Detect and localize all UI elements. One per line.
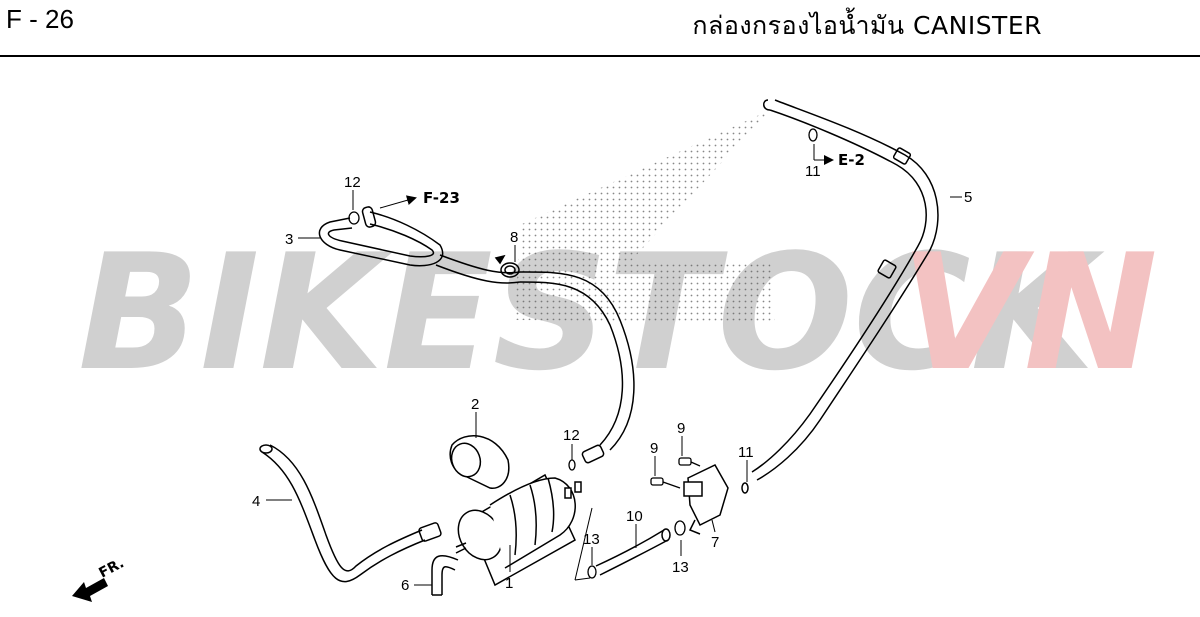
canister-1	[455, 473, 582, 587]
page-title: กล่องกรองไอน้ำมัน CANISTER	[692, 11, 1042, 40]
callout-3: 3	[285, 231, 293, 248]
leader-lines	[266, 144, 962, 586]
frame-shading	[515, 110, 775, 322]
callout-11-lower: 11	[738, 444, 754, 461]
ref-e2: E-2	[838, 151, 865, 169]
hose-purge	[519, 271, 635, 464]
page-code: F - 26	[6, 4, 74, 34]
cap-2	[449, 435, 510, 489]
valve-7	[683, 464, 749, 535]
hose-10	[595, 528, 671, 576]
clamp-8	[494, 254, 520, 278]
ref-f23: F-23	[423, 189, 460, 207]
callout-11-upper: 11	[805, 163, 821, 180]
clip-11-upper	[808, 128, 818, 142]
tube-6	[431, 554, 459, 596]
hose-5	[751, 99, 939, 481]
callout-9-lower: 9	[650, 440, 658, 457]
hose-4	[259, 444, 442, 583]
clip-12-lower	[568, 459, 576, 471]
front-arrow: FR.	[72, 555, 127, 602]
callout-12-upper: 12	[344, 174, 361, 191]
front-label: FR.	[96, 555, 126, 581]
callout-13-left: 13	[583, 531, 600, 548]
front-arrow-icon	[72, 578, 108, 602]
clips	[348, 128, 818, 579]
header-divider	[0, 55, 1200, 57]
callout-6: 6	[401, 577, 409, 594]
watermark-text-red: VN	[900, 219, 1158, 406]
callout-8: 8	[510, 229, 518, 246]
callout-9-upper: 9	[677, 420, 685, 437]
callout-4: 4	[252, 493, 260, 510]
callout-12-lower: 12	[563, 427, 580, 444]
callout-2: 2	[471, 396, 479, 413]
clip-12-upper	[348, 211, 360, 225]
clip-13-right	[674, 520, 686, 536]
bolts-9	[650, 457, 701, 489]
callouts: 1 2 3 4 5 6 7 8 9 9 10 11 11 12 12 13 13	[252, 163, 972, 594]
callout-10: 10	[626, 508, 643, 525]
clip-13-left	[587, 565, 597, 579]
callout-13-right: 13	[672, 559, 689, 576]
callout-5: 5	[964, 189, 972, 206]
callout-1: 1	[505, 575, 513, 592]
callout-7: 7	[711, 534, 719, 551]
